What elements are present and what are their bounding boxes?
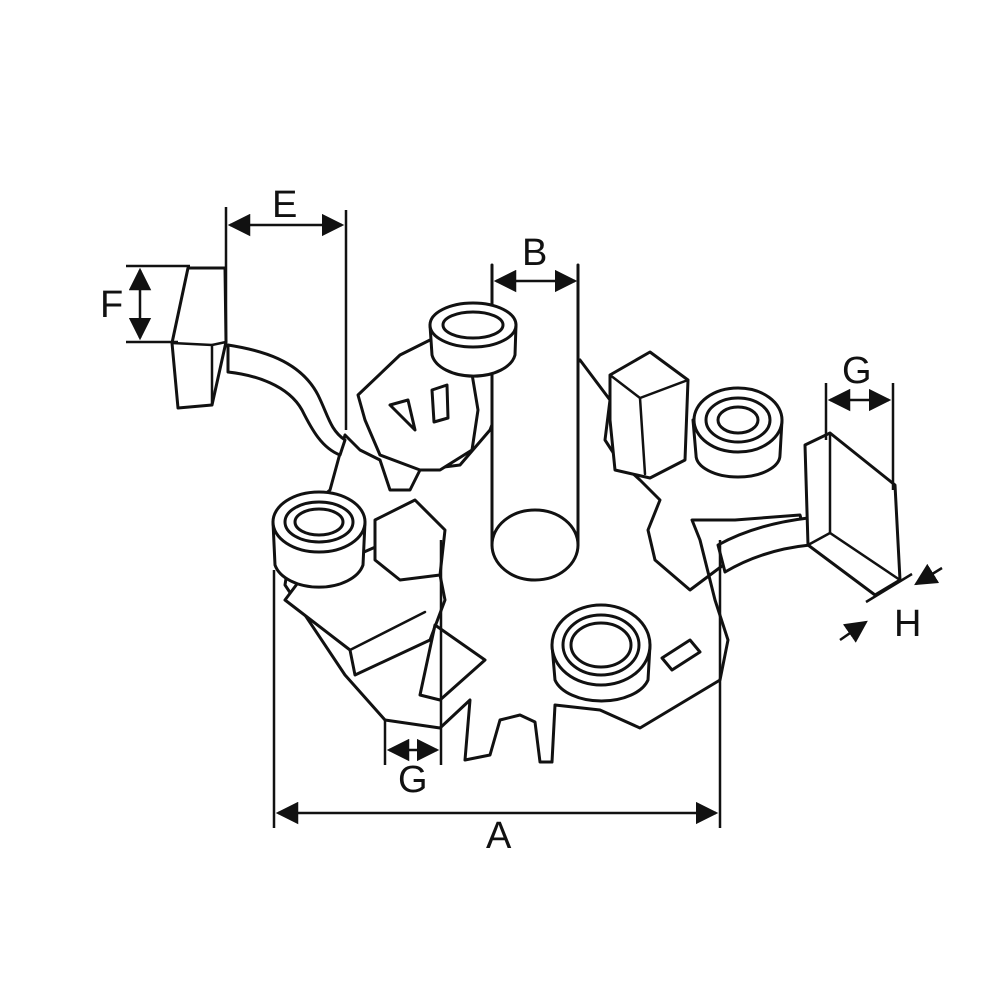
- spring-drum-bottom-left-core: [293, 507, 345, 537]
- dim-label-a: A: [486, 815, 512, 857]
- dim-label-b: B: [522, 232, 547, 274]
- dim-label-e: E: [272, 184, 297, 226]
- spring-drum-bottom-right-core: [569, 621, 633, 669]
- spring-drum-top-left-inner: [441, 310, 505, 340]
- dim-label-g-bottom: G: [398, 759, 428, 801]
- brush-box-top-left-slot: [388, 398, 417, 432]
- brush-box-top-left-window: [430, 383, 450, 424]
- pigtail-left: [226, 343, 347, 457]
- brush-box-top-right: [608, 350, 690, 480]
- dim-arrow-h-in-1: [839, 620, 868, 643]
- terminal-clip: [660, 638, 702, 672]
- dim-label-g-right: G: [842, 350, 872, 392]
- carbon-brush-left: [170, 266, 228, 410]
- brush-box-bottom-left-slot: [348, 610, 427, 652]
- ext-line-h: [865, 572, 913, 604]
- spring-drum-top-right-core: [716, 405, 760, 435]
- brush-box-top-right-edge2: [638, 396, 647, 476]
- dim-label-h: H: [894, 603, 921, 645]
- dim-arrow-h-in-2: [914, 563, 943, 586]
- center-boss-bore: [490, 508, 580, 582]
- dim-label-f: F: [100, 284, 123, 326]
